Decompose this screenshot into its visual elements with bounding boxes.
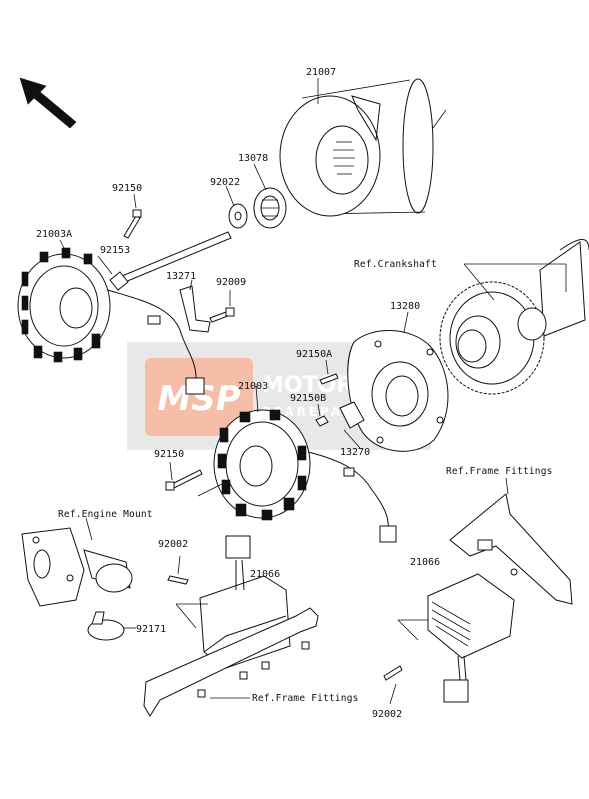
label-13271: 13271 bbox=[166, 271, 196, 282]
part-21003A-stator bbox=[17, 239, 205, 395]
label-21003A: 21003A bbox=[36, 229, 72, 240]
label-21007: 21007 bbox=[306, 67, 336, 78]
part-21007-rotor bbox=[279, 78, 447, 217]
part-92002-bolt-left bbox=[167, 555, 189, 585]
ref-engine-mount: Ref.Engine Mount bbox=[58, 509, 153, 520]
label-21003: 21003 bbox=[238, 381, 268, 392]
part-21003-stator bbox=[197, 385, 397, 543]
part-92150B-bolt bbox=[315, 403, 329, 427]
ref-frame-fittings-bottom: Ref.Frame Fittings bbox=[252, 693, 359, 704]
part-13280-stator-cover bbox=[347, 311, 449, 452]
part-13270-plate bbox=[339, 401, 365, 449]
part-21066-regulator-right bbox=[397, 573, 515, 703]
part-number-labels: 21007 13078 92022 92150 21003A 92153 132… bbox=[36, 67, 440, 720]
front-direction-arrow-icon bbox=[19, 77, 77, 129]
label-13270: 13270 bbox=[340, 447, 370, 458]
label-92002-right: 92002 bbox=[372, 709, 402, 720]
label-92150-top: 92150 bbox=[112, 183, 142, 194]
label-92150B: 92150B bbox=[290, 393, 326, 404]
label-13078: 13078 bbox=[238, 153, 268, 164]
label-92153: 92153 bbox=[100, 245, 130, 256]
reference-labels: Ref.Crankshaft Ref.Frame Fittings Ref.En… bbox=[58, 259, 553, 704]
part-13078-one-way-clutch bbox=[253, 163, 287, 229]
part-92022-washer bbox=[225, 185, 248, 229]
label-92150A: 92150A bbox=[296, 349, 332, 360]
label-92002-left: 92002 bbox=[158, 539, 188, 550]
part-92002-bolt-right bbox=[383, 665, 403, 705]
ref-crankshaft: Ref.Crankshaft bbox=[354, 259, 437, 270]
part-frame-bracket-right bbox=[449, 477, 573, 605]
part-13271-plate bbox=[179, 279, 211, 333]
part-92009-screw bbox=[209, 290, 235, 323]
label-21066-left: 21066 bbox=[250, 569, 280, 580]
part-engine-mount-bracket bbox=[21, 517, 133, 607]
part-92150-bolt-middle bbox=[165, 461, 203, 491]
part-92150A-bolt bbox=[319, 359, 339, 385]
part-92153-bolt bbox=[97, 231, 232, 291]
part-21066-regulator-left bbox=[143, 535, 319, 717]
label-92150-middle: 92150 bbox=[154, 449, 184, 460]
part-92150-bolt-top bbox=[123, 193, 142, 239]
part-92171-clamp bbox=[87, 611, 136, 641]
ref-frame-fittings-top: Ref.Frame Fittings bbox=[446, 466, 553, 477]
label-21066-right: 21066 bbox=[410, 557, 440, 568]
label-92022: 92022 bbox=[210, 177, 240, 188]
label-92009: 92009 bbox=[216, 277, 246, 288]
label-92171: 92171 bbox=[136, 624, 166, 635]
part-crankshaft-gear bbox=[439, 239, 589, 395]
label-13280: 13280 bbox=[390, 301, 420, 312]
